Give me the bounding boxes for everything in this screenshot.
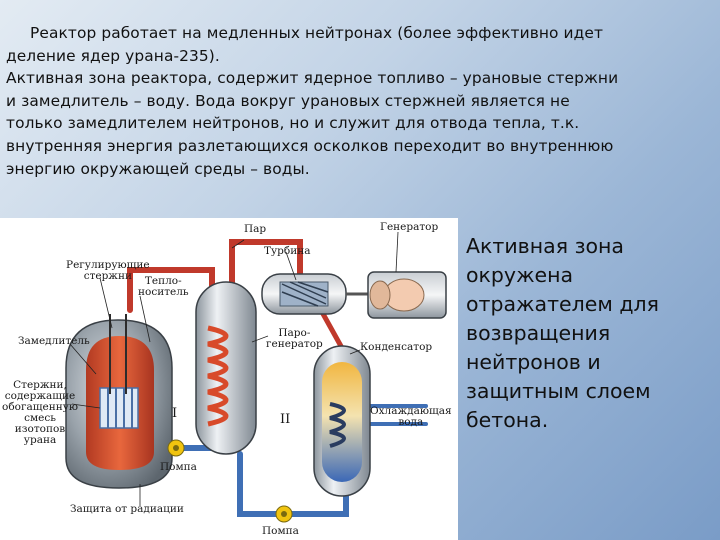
side-text: Активная зона окружена отражателем для в… bbox=[466, 232, 716, 435]
label-fuel-rods: Стержни, содержащие обогащенную смесь из… bbox=[2, 379, 79, 446]
steam-generator bbox=[195, 281, 257, 455]
reactor-diagram: Пар Турбина Генератор Регулирующие стерж… bbox=[0, 218, 458, 540]
side-line: отражателем для bbox=[466, 292, 659, 316]
text-line: и замедлитель – воду. Вода вокруг уранов… bbox=[6, 91, 570, 110]
text-line: внутренняя энергия разлетающихся осколко… bbox=[6, 136, 614, 155]
text-line: энергию окружающей среды – воды. bbox=[6, 159, 310, 178]
label-steam-generator: Паро- генератор bbox=[266, 327, 323, 350]
pump-icon bbox=[275, 505, 293, 523]
return-pipe bbox=[297, 493, 349, 517]
side-line: бетона. bbox=[466, 408, 549, 432]
text-line: Реактор работает на медленных нейтронах … bbox=[30, 24, 604, 42]
label-pump-1: Помпа bbox=[160, 461, 197, 473]
side-line: Активная зона bbox=[466, 234, 624, 258]
turbine-to-condenser bbox=[319, 309, 345, 351]
label-circuit-2: II bbox=[280, 412, 291, 427]
label-steam: Пар bbox=[244, 223, 267, 235]
label-generator: Генератор bbox=[380, 221, 439, 233]
label-turbine: Турбина bbox=[264, 245, 311, 257]
pump-icon bbox=[167, 439, 185, 457]
text-line: Активная зона реактора, содержит ядерное… bbox=[6, 69, 619, 88]
label-cooling-water: Охлаждающая вода bbox=[370, 405, 452, 428]
steam-pipe bbox=[229, 239, 303, 285]
turbine bbox=[261, 273, 368, 315]
label-pump-2: Помпа bbox=[262, 525, 299, 537]
label-moderator: Замедлитель bbox=[18, 335, 90, 347]
condensate-pipe bbox=[237, 451, 303, 517]
label-coolant: Тепло- носитель bbox=[138, 275, 189, 298]
reactor-vessel bbox=[65, 314, 173, 489]
label-radiation-shield: Защита от радиации bbox=[70, 503, 184, 515]
text-line: деление ядер урана-235). bbox=[6, 46, 220, 65]
label-control-rods: Регулирующие стержни bbox=[66, 259, 150, 282]
side-line: возвращения bbox=[466, 321, 611, 345]
description-text: Реактор работает на медленных нейтронах … bbox=[6, 22, 714, 180]
label-condenser: Конденсатор bbox=[360, 341, 433, 353]
generator bbox=[367, 271, 447, 319]
condenser bbox=[313, 345, 371, 497]
reactor-drawing bbox=[65, 231, 447, 523]
text-line: только замедлителем нейтронов, но и служ… bbox=[6, 114, 580, 133]
leader-lines bbox=[69, 231, 399, 506]
label-circuit-1: I bbox=[172, 406, 178, 421]
side-line: нейтронов и bbox=[466, 350, 601, 374]
side-line: защитным слоем bbox=[466, 379, 651, 403]
side-line: окружена bbox=[466, 263, 574, 287]
